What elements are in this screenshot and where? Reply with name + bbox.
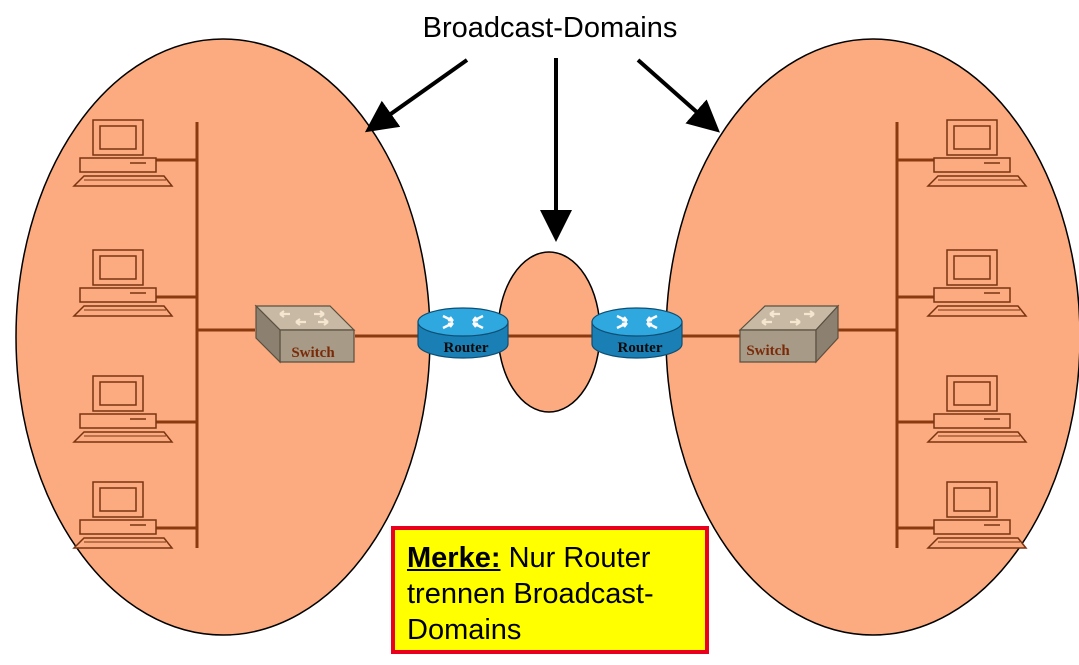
note-text: Nur Router trennen Broadcast-Domains [407,542,654,646]
switch-right: Switch [738,304,840,364]
router-right-label: Router [618,340,663,356]
arrow-left [364,58,469,133]
diagram-title: Broadcast-Domains [422,12,678,44]
switch-left: Switch [254,304,356,364]
router-left: Router [416,306,510,360]
title-arrows [364,58,720,242]
cables [148,122,945,548]
router-right: Router [590,306,684,360]
note-keyword: Merke: [407,542,501,574]
arrow-right [636,58,720,133]
note-box: Merke: Nur Router trennen Broadcast-Doma… [391,526,709,654]
broadcast-domain-middle [497,251,601,413]
router-left-label: Router [444,340,489,356]
switch-right-label: Switch [746,343,790,359]
switch-left-label: Switch [291,345,335,361]
